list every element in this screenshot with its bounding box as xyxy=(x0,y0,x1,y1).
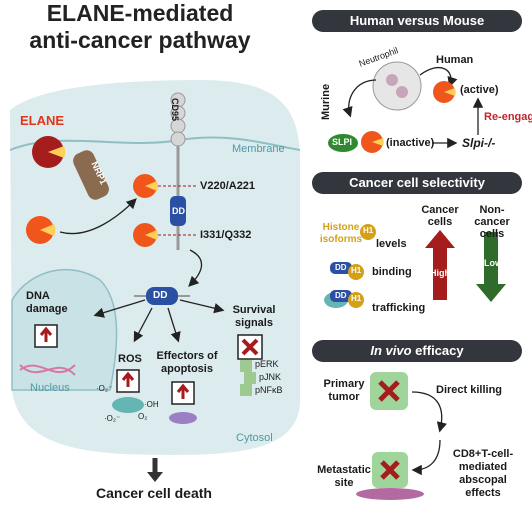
dd-trafficking-text: DD xyxy=(335,291,347,300)
in-vivo-italic: In vivo xyxy=(370,343,412,358)
h1-text-3: H1 xyxy=(351,294,362,303)
site-v220-label: V220/A221 xyxy=(200,180,256,192)
panel-in-vivo-heading: In vivo efficacy xyxy=(312,340,522,362)
dna-damage-label: DNA damage xyxy=(26,290,68,315)
elane-bound-icon xyxy=(26,216,56,244)
nucleus-shape xyxy=(11,268,118,391)
inactive-label: (inactive) xyxy=(386,137,435,149)
primary-tumor-label: Primary tumor xyxy=(323,378,365,403)
elane-site1-icon xyxy=(133,174,159,198)
low-arrow xyxy=(484,232,498,288)
ros-species-3: ·O₂⁻ xyxy=(104,414,121,423)
title-line-1: ELANE-mediated xyxy=(46,0,234,26)
h1-text-1: H1 xyxy=(363,226,374,235)
cancer-cells-label: Cancer cells xyxy=(421,204,459,228)
outcome-label: Cancer cell death xyxy=(96,485,212,501)
h1-badge-2 xyxy=(348,264,364,280)
h1-text-2: H1 xyxy=(351,266,362,275)
elane-label: ELANE xyxy=(20,113,65,128)
knockout-label: Slpi-/- xyxy=(462,136,496,150)
metastatic-label: Metastatic site xyxy=(317,464,371,489)
cd95-label: CD95 xyxy=(170,98,180,122)
efficacy-text: efficacy xyxy=(411,343,464,358)
membrane-label: Membrane xyxy=(232,143,285,155)
mitochondrion-icon xyxy=(112,397,144,413)
ros-species-4: O₂ xyxy=(138,412,148,421)
elane-inactive-icon xyxy=(361,131,384,153)
elane-icon xyxy=(32,136,66,168)
elane-active-icon xyxy=(433,81,456,103)
nucleus-label: Nucleus xyxy=(30,382,70,394)
title-line-2: anti-cancer pathway xyxy=(29,27,251,53)
slpi-badge xyxy=(328,134,358,152)
h1-badge-1 xyxy=(360,224,376,240)
survival-x-box xyxy=(237,334,263,360)
active-label: (active) xyxy=(460,84,499,96)
reengage-label: Re-engage xyxy=(484,111,532,123)
murine-label: Murine xyxy=(320,83,332,120)
neutrophil-icon xyxy=(372,61,422,111)
human-label: Human xyxy=(436,54,474,66)
metastatic-tumor-icon xyxy=(356,452,424,500)
direct-killing-label: Direct killing xyxy=(436,384,503,396)
pnfkb-label: pNFκB xyxy=(255,385,283,395)
low-label: Low xyxy=(484,258,502,268)
high-label: High xyxy=(430,268,450,278)
noncancer-cells-label: Non-cancer cells xyxy=(474,204,510,240)
cd95-receptor xyxy=(170,92,186,250)
slpi-label: SLPI xyxy=(332,137,353,147)
survival-label: Survival signals xyxy=(232,304,276,329)
abscopal-label: CD8+T-cell-mediated abscopal effects xyxy=(452,448,514,499)
effectors-label: Effectors of apoptosis xyxy=(156,350,218,375)
levels-label: levels xyxy=(376,238,407,250)
effector-disc-icon xyxy=(169,412,197,424)
perk-label: pERK xyxy=(255,359,279,369)
trafficking-label: trafficking xyxy=(372,302,426,314)
pjnk-label: pJNK xyxy=(259,372,282,382)
panel-human-vs-mouse-heading: Human versus Mouse xyxy=(312,10,522,32)
h1-badge-3 xyxy=(348,292,364,308)
dd-released xyxy=(146,287,178,305)
nrp1-icon xyxy=(73,150,109,200)
high-arrow xyxy=(433,244,447,300)
ros-species-1: ·O₂⁻ xyxy=(96,384,113,393)
page-title: ELANE-mediated anti-cancer pathway xyxy=(0,0,280,54)
ros-label: ROS xyxy=(118,353,142,365)
panel-selectivity-heading: Cancer cell selectivity xyxy=(312,172,522,194)
cytosol-label: Cytosol xyxy=(236,432,273,444)
ros-species-2: ·OH xyxy=(144,400,159,409)
dd-released-label: DD xyxy=(153,290,168,301)
site-i331-label: I331/Q332 xyxy=(200,229,252,241)
histone-label: Histone isoforms xyxy=(319,222,363,245)
elane-site2-icon xyxy=(133,223,159,247)
binding-label: binding xyxy=(372,266,412,278)
cell-body xyxy=(10,80,300,455)
dd-binding-text: DD xyxy=(335,263,347,272)
primary-tumor-icon xyxy=(370,372,408,410)
dd-receptor-label: DD xyxy=(172,206,185,216)
